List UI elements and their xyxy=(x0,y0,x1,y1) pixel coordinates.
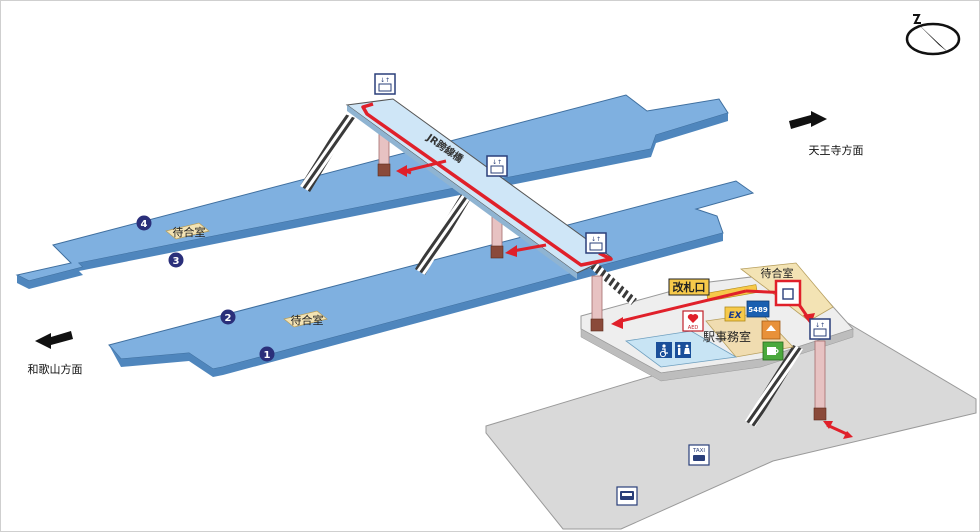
elevator-shaft-plaza xyxy=(814,340,826,414)
elevator-shaft-concourse xyxy=(591,275,603,325)
svg-text:↓↑: ↓↑ xyxy=(492,159,502,166)
concourse-edge xyxy=(580,328,854,382)
taxi-icon: TAXI xyxy=(688,444,710,466)
station-office-label: 駅事務室 xyxy=(703,329,751,344)
svg-text:↓↑: ↓↑ xyxy=(815,322,825,329)
stairs-to-plaza xyxy=(745,345,803,427)
elevator-car-4 xyxy=(377,163,391,177)
waiting-room-label-4: 待合室 xyxy=(173,225,206,239)
svg-text:1: 1 xyxy=(264,350,271,361)
platform-1-2-edge xyxy=(109,233,723,377)
ticket-gate-label: 改札口 xyxy=(673,280,706,294)
svg-text:TAXI: TAXI xyxy=(692,448,705,454)
accessible-route xyxy=(361,102,613,267)
svg-text:2: 2 xyxy=(225,313,232,324)
svg-text:4: 4 xyxy=(141,219,148,230)
waiting-room-4 xyxy=(165,222,210,240)
svg-text:↓↑: ↓↑ xyxy=(591,236,601,243)
stairs-platform-4 xyxy=(300,114,355,192)
svg-text:EX: EX xyxy=(728,311,742,321)
direction-arrow-wakayama xyxy=(35,331,73,349)
jr-footbridge-side xyxy=(347,105,577,279)
platform-badge-4: 4 xyxy=(136,215,152,231)
elevator-car-concourse xyxy=(590,318,604,332)
waiting-room-label-concourse: 待合室 xyxy=(761,266,794,280)
station-plaza xyxy=(485,318,977,530)
compass-icon xyxy=(905,14,961,56)
waiting-room-2 xyxy=(283,310,328,328)
ticket-gate-label-box xyxy=(668,278,710,296)
elevator-car-2 xyxy=(490,245,504,259)
platform-badge-3: 3 xyxy=(168,252,184,268)
platform-3-4-edge xyxy=(17,113,728,289)
elevator-icon: ↓↑ xyxy=(374,73,396,95)
elevator-icon: ↓↑ xyxy=(809,318,831,340)
bus-icon xyxy=(616,486,638,506)
direction-label-wakayama: 和歌山方面 xyxy=(28,362,83,376)
svg-text:↓↑: ↓↑ xyxy=(380,77,390,84)
aed-icon: AED xyxy=(682,310,704,332)
elevator-icon: ↓↑ xyxy=(486,155,508,177)
route-platform-2 xyxy=(512,243,547,253)
ticket-machine-icon xyxy=(782,288,794,300)
stairs-to-concourse xyxy=(587,259,637,305)
route-arrow-concourse xyxy=(611,317,623,329)
shop-icon xyxy=(761,320,781,340)
direction-label-tennoji: 天王寺方面 xyxy=(809,143,864,157)
route-arrow-plaza-a xyxy=(823,421,833,429)
ex-icon: EX xyxy=(724,306,746,322)
elevator-car-plaza xyxy=(813,407,827,421)
ticket-machine-sign: 5489 xyxy=(746,300,770,318)
direction-arrow-tennoji xyxy=(789,111,827,129)
elevator-icon: ↓↑ xyxy=(585,232,607,254)
stairs-platform-2 xyxy=(415,191,473,275)
accessible-icon xyxy=(656,342,672,358)
route-arrow-4 xyxy=(396,165,407,177)
platform-badge-1: 1 xyxy=(259,346,275,362)
route-arrow-plaza-b xyxy=(843,431,853,439)
svg-text:5489: 5489 xyxy=(748,306,768,314)
platform-badge-2: 2 xyxy=(220,309,236,325)
restroom-icon xyxy=(675,342,691,358)
route-arrow-2 xyxy=(505,245,517,257)
route-plaza xyxy=(826,423,850,437)
waiting-room-label-2: 待合室 xyxy=(291,313,324,327)
coffee-icon xyxy=(762,341,784,361)
svg-text:AED: AED xyxy=(688,325,699,331)
svg-text:3: 3 xyxy=(173,256,180,267)
jr-footbridge xyxy=(345,98,612,274)
